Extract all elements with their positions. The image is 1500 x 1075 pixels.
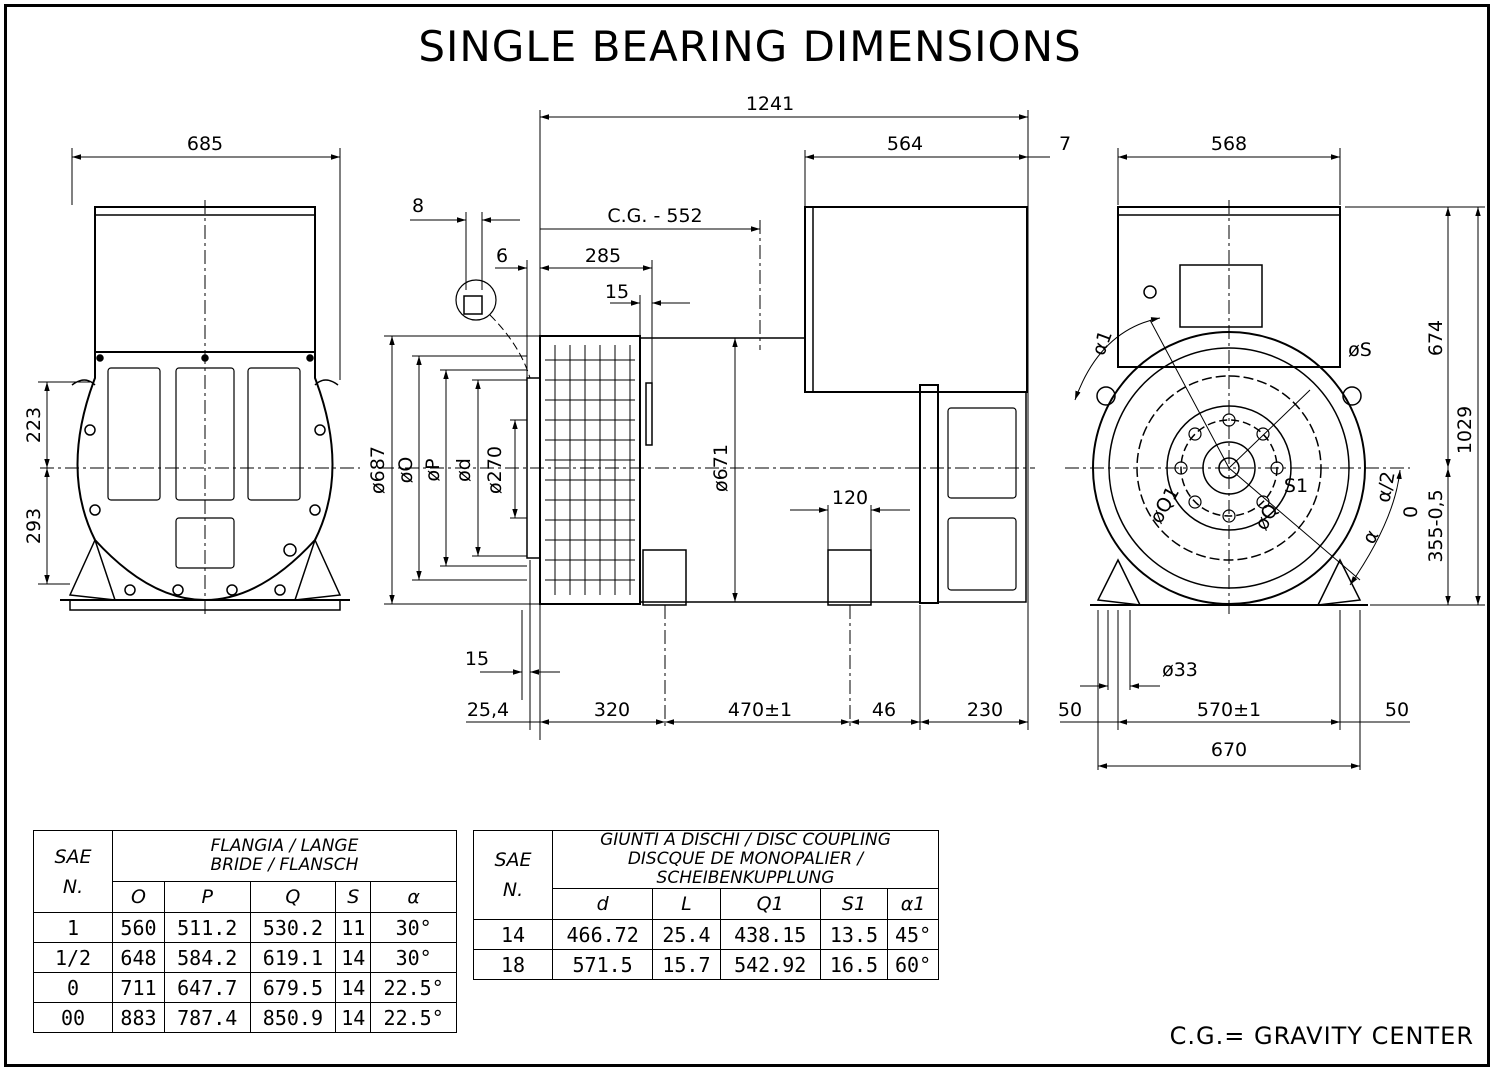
dim-120: 120 xyxy=(832,487,868,509)
dim-h-674: 674 xyxy=(1425,320,1447,356)
table-row: 1 560 511.2 530.2 11 30° xyxy=(33,912,457,943)
sae-header: SAE N. xyxy=(473,830,553,920)
dim-box-length: 564 xyxy=(887,133,923,155)
dim-dia-d: ød xyxy=(453,458,475,482)
sheet-border xyxy=(4,4,1490,1067)
dim-470: 470±1 xyxy=(728,699,792,721)
dim-alpha1: α1 xyxy=(1088,328,1117,359)
dim-285: 285 xyxy=(585,245,621,267)
dim-front-width: 685 xyxy=(187,133,223,155)
flange-table: SAE N. FLANGIA / LANGE BRIDE / FLANSCH O… xyxy=(33,830,457,1033)
dim-front-h-upper: 223 xyxy=(23,407,45,443)
dim-15-top: 15 xyxy=(605,281,629,303)
dimension-labels: 685 223 293 1241 564 7 C.G. - 552 8 6 28… xyxy=(23,93,1476,761)
drawing-title: SINGLE BEARING DIMENSIONS xyxy=(418,22,1082,71)
dim-S1: S1 xyxy=(1284,475,1308,497)
gravity-center-note: C.G.= GRAVITY CENTER xyxy=(1169,1022,1474,1050)
front-view xyxy=(38,148,360,615)
dim-cg: C.G. - 552 xyxy=(607,205,702,227)
dim-15-bottom: 15 xyxy=(465,648,489,670)
dim-570: 570±1 xyxy=(1197,699,1261,721)
dim-front-h-lower: 293 xyxy=(23,508,45,544)
flange-column-headers: O P Q S α xyxy=(34,881,457,913)
sae-header: SAE N. xyxy=(33,830,113,913)
dim-dia-P: øP xyxy=(422,458,444,481)
dim-8: 8 xyxy=(412,195,424,217)
dim-25-4: 25,4 xyxy=(467,699,509,721)
side-view xyxy=(380,110,1050,740)
dim-dia-O: øO xyxy=(395,457,417,484)
end-view xyxy=(1060,148,1485,770)
dim-dia-S: øS xyxy=(1348,339,1372,361)
dim-dia-33: ø33 xyxy=(1162,659,1198,681)
dim-shaft-height: 355-0,5 xyxy=(1425,489,1447,562)
coupling-column-headers: d L Q1 S1 α1 xyxy=(474,888,939,920)
dim-alpha: α xyxy=(1358,526,1383,548)
dim-50-right: 50 xyxy=(1385,699,1409,721)
coupling-table: SAE N. GIUNTI A DISCHI / DISC COUPLING D… xyxy=(473,830,939,980)
dim-670: 670 xyxy=(1211,739,1247,761)
dim-overall-length: 1241 xyxy=(746,93,794,115)
table-row: 0 711 647.7 679.5 14 22.5° xyxy=(33,972,457,1003)
dim-box-offset: 7 xyxy=(1059,133,1071,155)
table-row: 14 466.72 25.4 438.15 13.5 45° xyxy=(473,919,939,950)
fan-grille xyxy=(545,345,635,595)
coupling-group-header: GIUNTI A DISCHI / DISC COUPLING DISCQUE … xyxy=(552,830,939,889)
dim-dia-Q1: øQ1 xyxy=(1146,483,1184,527)
dim-dia-671: ø671 xyxy=(710,444,732,492)
side-vent-slots xyxy=(947,407,1017,591)
dim-46: 46 xyxy=(872,699,896,721)
dim-shaft-tol: 0 xyxy=(1400,506,1422,518)
table-row: 18 571.5 15.7 542.92 16.5 60° xyxy=(473,949,939,980)
dim-50-left: 50 xyxy=(1058,699,1082,721)
dim-6: 6 xyxy=(496,245,508,267)
table-row: 00 883 787.4 850.9 14 22.5° xyxy=(33,1002,457,1033)
table-row: 1/2 648 584.2 619.1 14 30° xyxy=(33,942,457,973)
dim-230: 230 xyxy=(967,699,1003,721)
dim-dia-687: ø687 xyxy=(367,446,389,494)
dim-dia-270: ø270 xyxy=(484,446,506,494)
dim-end-width: 568 xyxy=(1211,133,1247,155)
flange-group-header: FLANGIA / LANGE BRIDE / FLANSCH xyxy=(112,830,457,882)
dim-alpha-half: α/2 xyxy=(1373,470,1400,504)
dim-320: 320 xyxy=(594,699,630,721)
dim-h-1029: 1029 xyxy=(1454,406,1476,454)
